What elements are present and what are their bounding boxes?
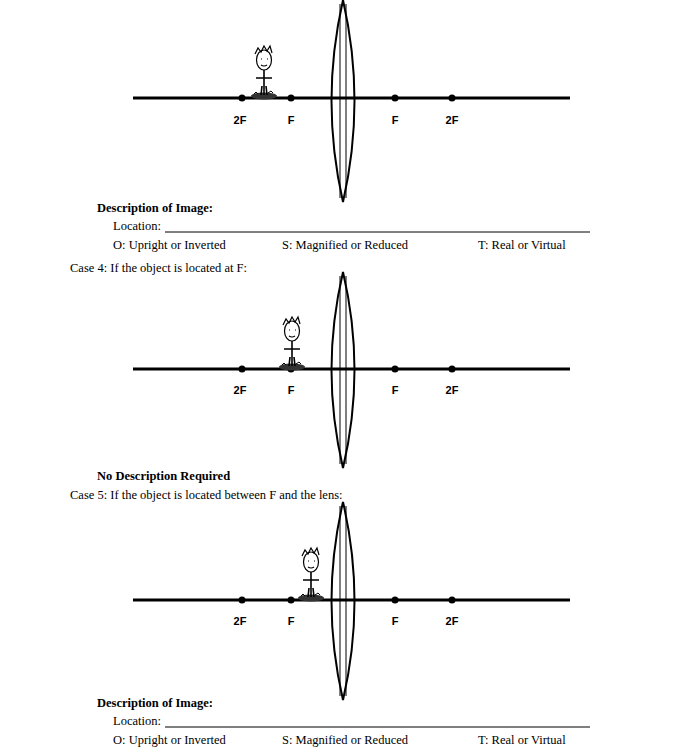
case-heading: Case 5: If the object is located between… [70, 488, 343, 502]
lens-diagram-2 [133, 272, 570, 468]
lens-diagram-1 [133, 0, 590, 232]
option-text: S: Magnified or Reduced [282, 238, 408, 252]
focal-label: 2F [234, 113, 247, 127]
field-label: Location: [113, 714, 161, 728]
focal-label: 2F [234, 383, 247, 397]
case-heading: Case 4: If the object is located at F: [70, 261, 247, 275]
focal-label: F [288, 614, 295, 628]
section-heading: Description of Image: [97, 201, 213, 215]
focal-label: 2F [234, 614, 247, 628]
option-text: T: Real or Virtual [478, 238, 566, 252]
focal-label: 2F [446, 614, 459, 628]
focal-label: F [288, 383, 295, 397]
option-text: O: Upright or Inverted [113, 733, 226, 747]
lens-diagram-3 [133, 502, 590, 727]
focal-label: 2F [446, 383, 459, 397]
focal-label: F [288, 113, 295, 127]
focal-label: F [392, 113, 399, 127]
option-text: T: Real or Virtual [478, 733, 566, 747]
option-text: S: Magnified or Reduced [282, 733, 408, 747]
section-heading: No Description Required [97, 469, 230, 483]
focal-label: 2F [446, 113, 459, 127]
section-heading: Description of Image: [97, 696, 213, 710]
focal-label: F [392, 614, 399, 628]
option-text: O: Upright or Inverted [113, 238, 226, 252]
focal-label: F [392, 383, 399, 397]
field-label: Location: [113, 219, 161, 233]
